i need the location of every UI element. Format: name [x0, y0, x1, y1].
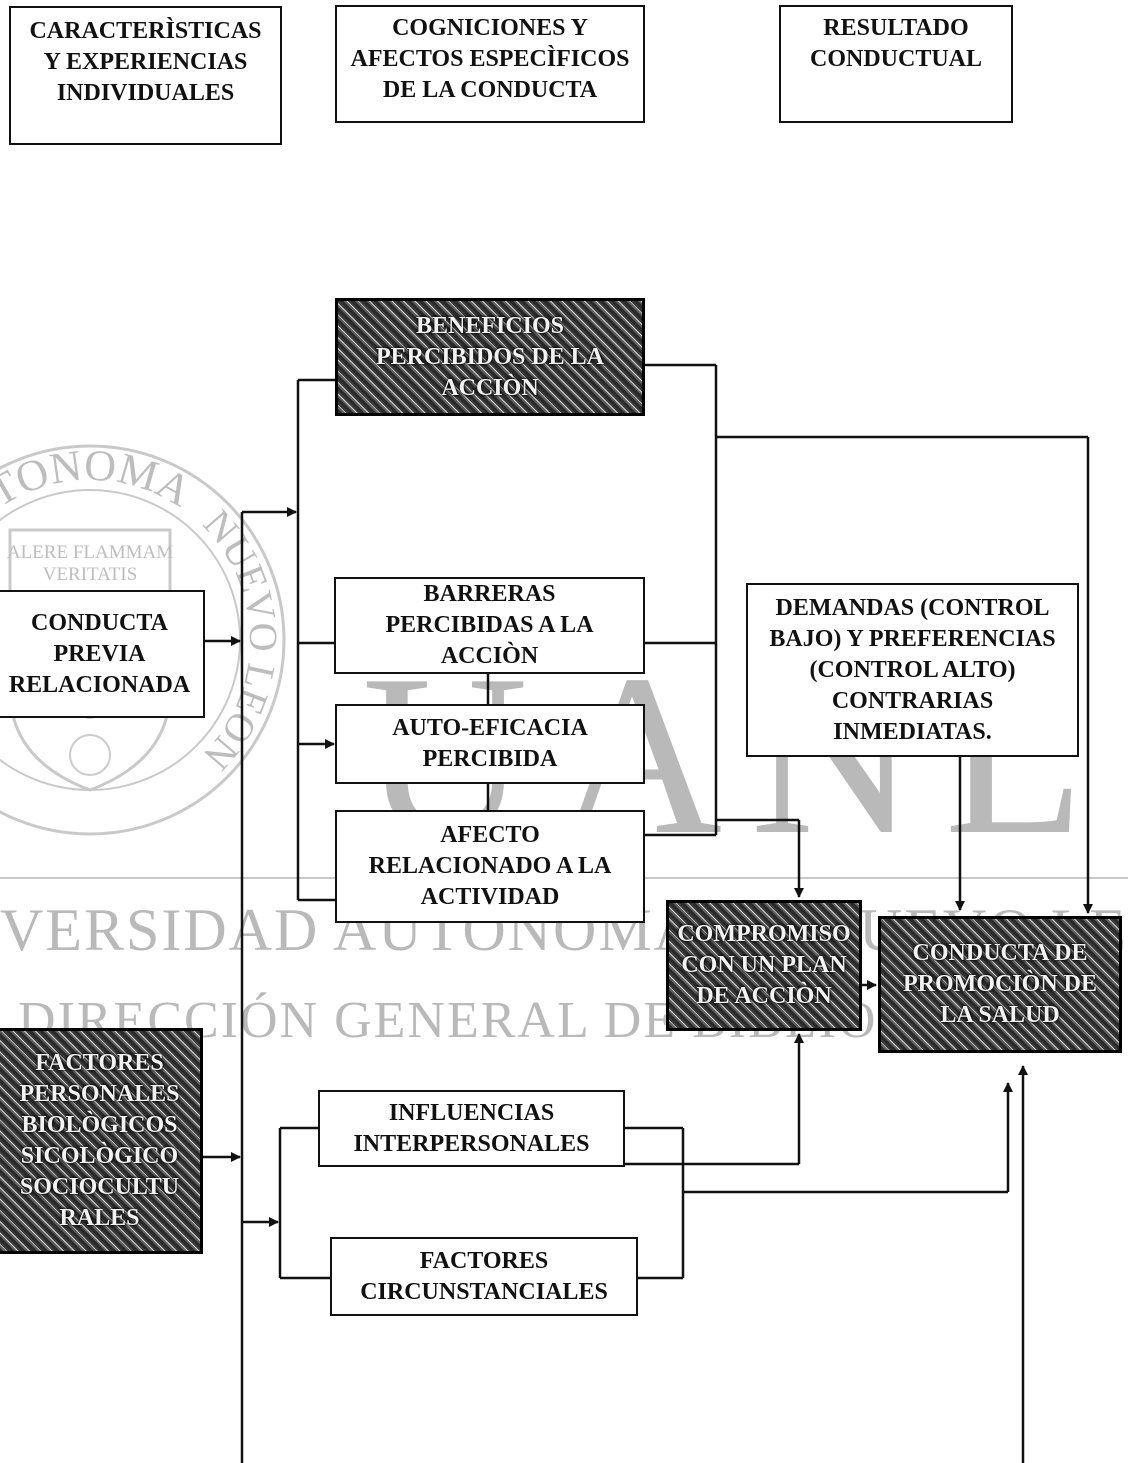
perceived-self-efficacy-box: AUTO-EFICACIA PERCIBIDA [335, 704, 645, 784]
header-individual-characteristics: CARACTERÌSTICAS Y EXPERIENCIAS INDIVIDUA… [9, 6, 282, 145]
header-behavior-cognitions: COGNICIONES Y AFECTOS ESPECÌFICOS DE LA … [335, 5, 645, 123]
competing-demands-box: DEMANDAS (CONTROL BAJO) Y PREFERENCIAS (… [746, 583, 1079, 757]
perceived-barriers-box: BARRERAS PERCIBIDAS A LA ACCIÒN [334, 577, 645, 674]
seal-motto-line: ALERE FLAMMAM [7, 542, 173, 563]
health-promoting-behavior-box: CONDUCTA DE PROMOCIÒN DE LA SALUD [878, 916, 1122, 1053]
interpersonal-influences-box: INFLUENCIAS INTERPERSONALES [318, 1090, 625, 1167]
personal-factors-box: FACTORES PERSONALES BIOLÒGICOS SICOLÒGIC… [0, 1028, 203, 1254]
activity-affect-box: AFECTO RELACIONADO A LA ACTIVIDAD [335, 810, 645, 923]
header-behavioral-outcome: RESULTADO CONDUCTUAL [779, 5, 1013, 123]
seal-motto-line: VERITATIS [43, 564, 138, 585]
prior-behavior-box: CONDUCTA PREVIA RELACIONADA [0, 590, 205, 718]
perceived-benefits-box: BENEFICIOS PERCIBIDOS DE LA ACCIÒN [335, 298, 645, 416]
commitment-plan-box: COMPROMISO CON UN PLAN DE ACCIÒN [666, 900, 862, 1031]
situational-factors-box: FACTORES CIRCUNSTANCIALES [330, 1237, 638, 1316]
